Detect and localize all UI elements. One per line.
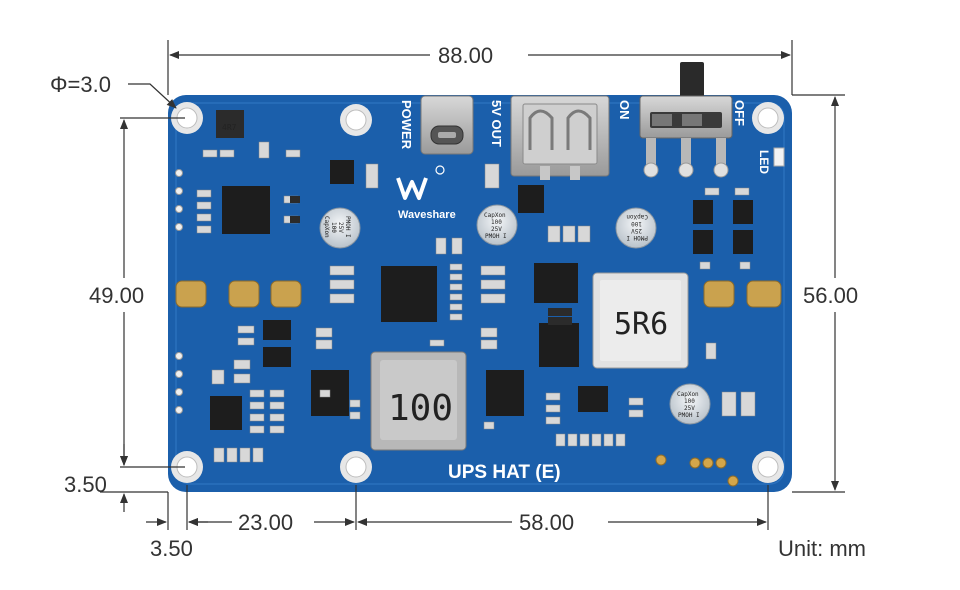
- svg-text:PMOH I: PMOH I: [678, 412, 700, 419]
- svg-text:25V: 25V: [684, 405, 695, 412]
- dim-height-left: 49.00: [89, 283, 144, 308]
- svg-text:100: 100: [491, 219, 502, 226]
- capacitor-3: PMOH I 25V 100 CapXon: [615, 207, 657, 249]
- svg-text:PMOH I: PMOH I: [485, 233, 507, 240]
- svg-text:25V: 25V: [631, 227, 642, 234]
- pcb-board: POWER 5V OUT ON OFF LED: [168, 62, 792, 492]
- dim-hole-diameter: Φ=3.0: [50, 72, 111, 97]
- edge-pads-left-top: [175, 169, 183, 231]
- waveshare-logo: Waveshare: [396, 165, 456, 221]
- svg-text:25V: 25V: [337, 222, 344, 233]
- inductor-large: 5R6: [592, 272, 689, 369]
- dim-height-right: 56.00: [803, 283, 858, 308]
- svg-text:CapXon: CapXon: [677, 391, 699, 398]
- switch-on-label: ON: [617, 100, 632, 120]
- board-title: UPS HAT (E): [448, 462, 561, 483]
- dimension-lines: [100, 40, 845, 530]
- led-label: LED: [757, 150, 771, 174]
- power-switch: [639, 62, 733, 178]
- inductor-center-label: 100: [388, 388, 453, 429]
- svg-text:PMOH I: PMOH I: [626, 234, 648, 241]
- svg-text:100: 100: [330, 222, 337, 233]
- 5v-out-label: 5V OUT: [489, 100, 504, 147]
- dimension-labels: 88.00 Φ=3.0 49.00 56.00 3.50 3.50 23.00 …: [50, 43, 866, 561]
- dim-spacing-right: 58.00: [519, 510, 574, 535]
- dim-spacing-left: 23.00: [238, 510, 293, 535]
- svg-text:CapXon: CapXon: [323, 216, 330, 238]
- status-led: [773, 147, 785, 167]
- capacitor-4: CapXon 100 25V PMOH I: [669, 383, 711, 425]
- mounting-hole-top-right: [752, 102, 784, 134]
- dim-offset-left-bottom: 3.50: [150, 536, 193, 561]
- mounting-hole-bottom-right: [752, 451, 784, 483]
- mounting-hole-top-mid: [340, 104, 372, 136]
- dim-width-top: 88.00: [438, 43, 493, 68]
- svg-text:PMOH I: PMOH I: [344, 216, 351, 238]
- hole-leader-line: [128, 83, 177, 109]
- passive-components: [196, 141, 756, 463]
- dim-offset-bottom-left: 3.50: [64, 472, 107, 497]
- small-chip-label: 4R7: [222, 123, 237, 132]
- inductor-center: 100: [370, 351, 467, 451]
- mounting-hole-top-left: [171, 102, 203, 134]
- ic-chips: [210, 110, 753, 430]
- svg-text:100: 100: [684, 398, 695, 405]
- svg-text:100: 100: [631, 220, 642, 227]
- edge-pads-left-bottom: [175, 352, 183, 414]
- svg-text:25V: 25V: [491, 226, 502, 233]
- brand-text: Waveshare: [398, 209, 456, 221]
- svg-text:CapXon: CapXon: [484, 212, 506, 219]
- inductor-large-label: 5R6: [614, 307, 668, 342]
- capacitor-1: PMOH I 25V 100 CapXon: [319, 207, 361, 249]
- power-label: POWER: [399, 100, 414, 150]
- terminal-pads: [175, 280, 782, 308]
- unit-label: Unit: mm: [778, 536, 866, 561]
- usb-a-connector: [510, 95, 610, 180]
- svg-text:CapXon: CapXon: [626, 213, 648, 220]
- capacitor-2: CapXon 100 25V PMOH I: [476, 204, 518, 246]
- mounting-hole-bottom-left: [171, 451, 203, 483]
- switch-off-label: OFF: [732, 100, 747, 126]
- usb-c-connector: [420, 95, 474, 155]
- mounting-hole-bottom-mid: [340, 451, 372, 483]
- pogo-pins: [655, 454, 739, 487]
